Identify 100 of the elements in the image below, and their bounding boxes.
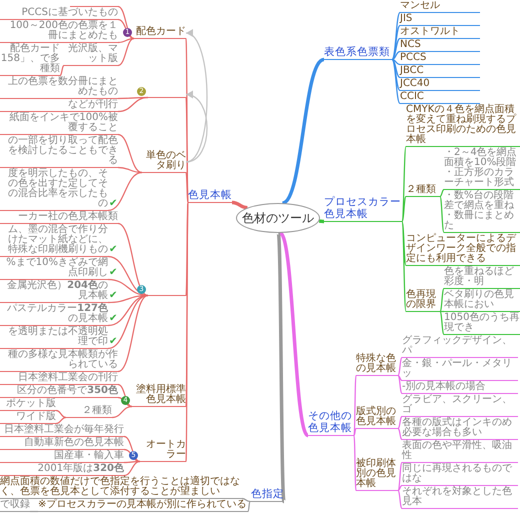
topic <box>0 425 124 437</box>
topic <box>400 14 480 26</box>
topic-text: %まで10%きざみで網点印刷し <box>5 258 108 278</box>
branch-line <box>392 59 400 91</box>
topic-text: で収録 <box>0 500 30 510</box>
branch-line <box>185 202 189 462</box>
branch-line <box>118 6 134 40</box>
topic <box>400 79 480 91</box>
branch-line <box>108 294 148 326</box>
branch-line <box>112 406 132 418</box>
topic-text: オートカラー <box>145 440 186 460</box>
branch-line <box>30 510 38 512</box>
topic-text: PCCSに基づいたもの <box>22 8 118 18</box>
topic-text: 1050色のうち再現でき <box>444 313 520 333</box>
topic-text: ・数%台の段階差で網点を重ね <box>444 191 515 211</box>
topic-text: 表色系色票類 <box>324 46 390 58</box>
branch-line <box>439 196 445 233</box>
branch-line <box>281 58 325 205</box>
topic <box>0 113 118 135</box>
topic-text: を透明または不透明処理で印 <box>7 327 108 347</box>
topic-text: 色材のツール <box>242 211 314 225</box>
topic-text: 塗料用標準色見本帳 <box>135 385 186 405</box>
topic-text: ーカー社の色見本帳類 <box>18 212 118 222</box>
topic-text: 特殊な色の見本帳 <box>356 354 397 374</box>
topic <box>402 382 518 394</box>
topic-text: ポケット版 <box>6 399 56 409</box>
topic-text: 各種の版式はインキのめ必要な場合も多い <box>402 418 513 438</box>
topic-text: 色指定 <box>251 488 284 500</box>
topic-text: 網点面積の数値だけで色指定を行うことは適切ではなく、色票を色見本として添付することが望ましい <box>0 477 241 497</box>
branch-line <box>276 232 286 502</box>
branch-line <box>118 294 148 372</box>
topic <box>0 412 56 424</box>
topic-text: 配色カード158」、で多種類 <box>0 44 60 74</box>
branch-line <box>278 232 310 437</box>
branch-line <box>108 294 148 350</box>
topic-text: 光沢版、マット版 <box>67 44 118 64</box>
topic <box>400 40 480 52</box>
topic <box>0 21 118 43</box>
branch-line <box>398 416 402 429</box>
branch-line <box>439 288 445 312</box>
topic-text: 金属光沢色）204色の見本帳 <box>6 281 108 301</box>
branch-line <box>392 25 400 60</box>
branch-line <box>124 460 140 464</box>
topic-text: 自動車新色の色見本帳 <box>24 438 124 448</box>
topic-text: の一部を切り取って配色を検討したることもできる <box>7 136 118 166</box>
topic-text: などが刊行 <box>68 100 118 110</box>
branch-line <box>108 172 142 212</box>
topic-text: 日本塗料工業会が毎年発行 <box>4 425 124 435</box>
branch-line <box>118 222 148 296</box>
branch-line <box>353 375 357 436</box>
topic-text: JBCC <box>400 66 424 76</box>
branch-line <box>397 462 403 491</box>
topic-text: 色を重ねるほど彩度・明 <box>444 267 515 287</box>
branch-line <box>56 416 66 424</box>
topic-text: 版式別の色見本帳 <box>356 407 397 427</box>
branch-line <box>319 219 324 224</box>
topic-text: 同じに再現されるものではな <box>402 464 513 484</box>
topic <box>0 451 124 463</box>
topic <box>444 191 520 233</box>
branch-line <box>440 310 444 312</box>
topic-text: パステルカラー127色の見本帳 <box>6 304 108 324</box>
topic-text: PCCS <box>400 53 426 63</box>
branch-line <box>392 38 400 60</box>
branch-line <box>392 12 400 60</box>
topic-text: 100～200色の色票を１冊にまとめたも <box>8 21 118 41</box>
topic-text: 度を明示したもの、その色を出すた定してその混合比率を示したもの <box>7 169 108 209</box>
topic-text: その他の色見本帳 <box>308 410 353 434</box>
branch-line <box>118 396 132 408</box>
topic-text: ２種類 <box>82 406 112 416</box>
topic-text: 国産車・輸入車 <box>54 451 124 461</box>
branch-line <box>401 221 407 312</box>
topic-text: ・数冊にまとめた <box>444 211 515 231</box>
topic <box>400 66 480 78</box>
branch-line <box>392 58 400 66</box>
branch-line <box>398 484 402 492</box>
topic-text: 色再現の限界 <box>406 290 437 310</box>
topic <box>400 53 480 65</box>
topic-text: グラフィックデザイン、パ <box>402 336 513 356</box>
topic-text: 被印刷体別の色見本帳 <box>356 459 397 489</box>
branch-line <box>56 410 66 418</box>
branch-line <box>401 196 407 222</box>
topic <box>444 290 520 312</box>
topic-text: 色見本帳 <box>188 189 232 201</box>
branch-line <box>398 375 402 394</box>
branch-line <box>118 134 142 174</box>
check-icon: ✔ <box>109 268 118 278</box>
topic-text: グラビア、スクリーン、ゴ <box>402 395 513 415</box>
topic-text: ２種類 <box>406 185 436 195</box>
topic-text: 種の多様な見本帳類が作られている <box>7 350 118 370</box>
topic-text: CMYKの４色を網点面積を変えて重ね刷現するプロセス印刷のための色見本帳 <box>406 105 518 145</box>
branch-line <box>392 50 400 60</box>
central-topic <box>236 203 320 233</box>
branch-line <box>60 65 64 76</box>
branch-line <box>401 221 407 266</box>
topic <box>0 438 124 450</box>
topic <box>0 386 118 398</box>
branch-line <box>398 374 402 382</box>
topic-text: コンピューターによるデザインワーク全般での指定にも利用できる <box>406 234 518 264</box>
branch-line <box>398 428 402 440</box>
topic <box>0 100 118 112</box>
